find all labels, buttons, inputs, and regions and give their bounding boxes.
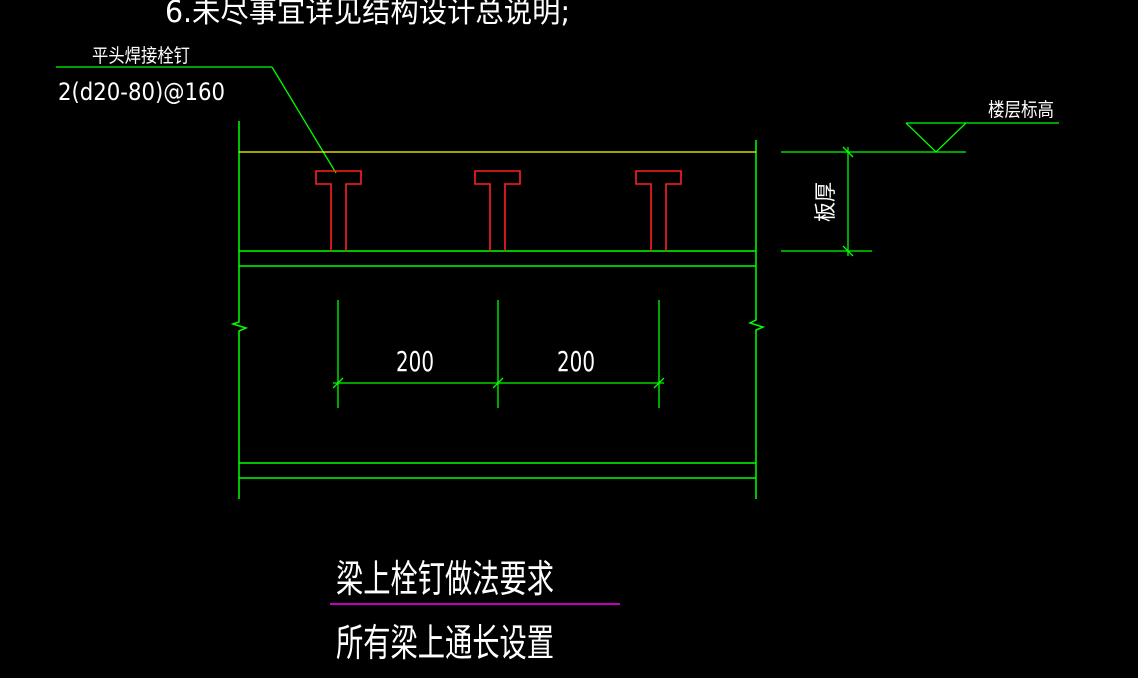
shear-stud-2 xyxy=(474,170,521,251)
beam-section xyxy=(230,121,766,499)
dim-tick-3 xyxy=(653,377,665,389)
slab-thickness-dimension xyxy=(781,146,872,257)
dim-value-2: 200 xyxy=(557,345,595,378)
dim-tick-1 xyxy=(332,377,344,389)
shear-stud-3 xyxy=(635,170,682,251)
shear-stud-1 xyxy=(315,170,362,251)
floor-elevation-label: 楼层标高 xyxy=(988,99,1054,121)
left-edge-line xyxy=(230,121,249,499)
slab-thickness-label: 板厚 xyxy=(814,182,839,222)
dim-value-1: 200 xyxy=(396,345,434,378)
caption-subtitle: 所有梁上通长设置 xyxy=(336,621,554,665)
right-edge-line xyxy=(747,140,766,499)
general-note: 6.未尽事宜详见结构设计总说明; xyxy=(165,0,570,30)
stud-leader-line xyxy=(271,66,337,174)
spacing-dimension xyxy=(332,300,665,408)
stud-callout: 平头焊接栓钉 2(d20-80)@160 xyxy=(56,45,337,174)
stud-label-spec: 2(d20-80)@160 xyxy=(58,78,225,106)
caption-title: 梁上栓钉做法要求 xyxy=(336,557,554,601)
shear-studs xyxy=(315,170,682,251)
thk-tick-top xyxy=(842,146,854,158)
thk-tick-bottom xyxy=(842,245,854,257)
floor-elevation-symbol xyxy=(860,122,1059,153)
stud-label-name: 平头焊接栓钉 xyxy=(92,45,190,67)
dim-tick-2 xyxy=(492,377,504,389)
